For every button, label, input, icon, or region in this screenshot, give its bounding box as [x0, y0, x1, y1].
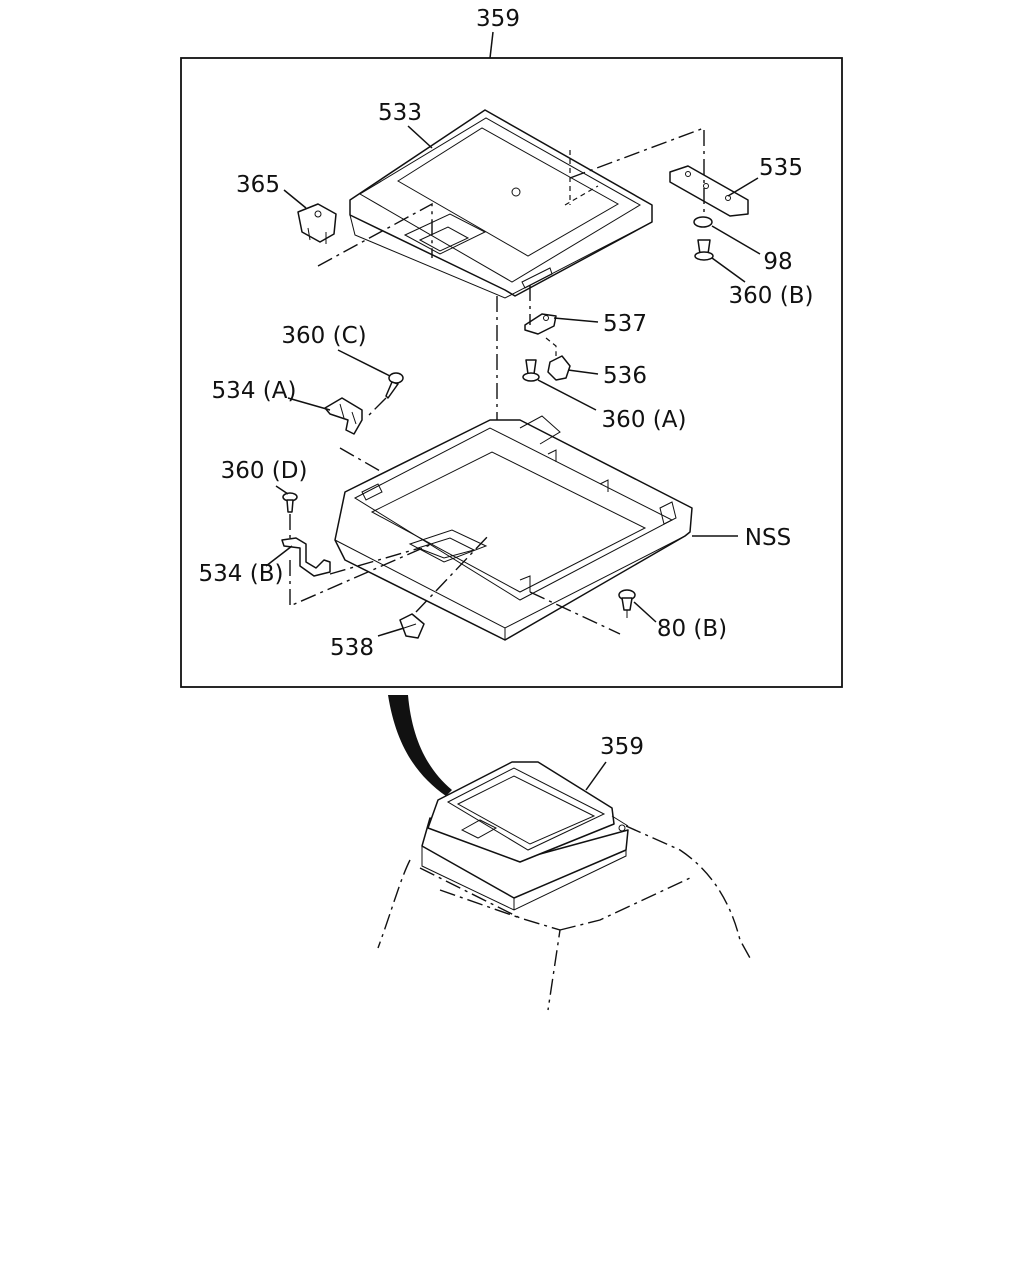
- leader-360a: [537, 379, 597, 411]
- exploded-view-frame: [180, 57, 843, 688]
- label-533: 533: [378, 100, 422, 126]
- label-98: 98: [763, 249, 792, 275]
- screw-360a: [522, 359, 540, 382]
- bracket-534a: [324, 397, 363, 435]
- leader-80b: [633, 601, 657, 623]
- leader-534b: [265, 545, 293, 567]
- leader-535: [727, 177, 759, 197]
- label-535: 535: [759, 155, 803, 181]
- clip-536: [547, 355, 571, 381]
- leader-360d: [275, 485, 289, 495]
- leader-538: [377, 627, 405, 637]
- pointer-arrow: [388, 695, 452, 796]
- screw-80b: [618, 589, 636, 618]
- leader-360c: [337, 349, 391, 377]
- clip-538: [399, 613, 425, 639]
- upper-lid-533: [349, 109, 653, 299]
- label-365: 365: [236, 172, 280, 198]
- label-359-top: 359: [476, 6, 520, 32]
- centerline-535: [569, 126, 705, 226]
- centerline-534b: [289, 543, 433, 608]
- leader-359-installed: [585, 761, 607, 791]
- label-360b: 360 (B): [729, 283, 814, 309]
- label-360a: 360 (A): [602, 407, 687, 433]
- centerline-365: [317, 202, 433, 267]
- leader-537: [553, 317, 599, 323]
- bracket-537: [524, 313, 557, 335]
- guide-536: [545, 337, 557, 356]
- label-538: 538: [330, 635, 374, 661]
- screw-360b: [694, 239, 714, 261]
- centerline-538: [415, 533, 491, 613]
- leader-359-top: [489, 31, 494, 59]
- label-534b: 534 (B): [199, 561, 284, 587]
- leader-536: [567, 369, 599, 375]
- label-360c: 360 (C): [281, 323, 366, 349]
- bracket-534b: [281, 537, 331, 577]
- leader-365: [283, 189, 307, 209]
- installed-view: [377, 761, 751, 1011]
- base-nss: [334, 415, 693, 641]
- leader-533: [407, 125, 433, 149]
- label-536: 536: [603, 363, 647, 389]
- centerline-360c: [365, 397, 387, 419]
- clip-365: [297, 203, 337, 244]
- label-360d: 360 (D): [221, 458, 308, 484]
- screw-360c: [385, 372, 404, 399]
- label-534a: 534 (A): [212, 378, 297, 404]
- label-nss: NSS: [745, 525, 791, 551]
- label-359-installed: 359: [600, 734, 644, 760]
- label-80b: 80 (B): [657, 616, 727, 642]
- leader-534a: [287, 397, 331, 411]
- label-537: 537: [603, 311, 647, 337]
- washer-98: [693, 216, 713, 228]
- screw-360d: [282, 492, 298, 513]
- leader-360b: [711, 257, 746, 283]
- leader-98: [711, 225, 761, 255]
